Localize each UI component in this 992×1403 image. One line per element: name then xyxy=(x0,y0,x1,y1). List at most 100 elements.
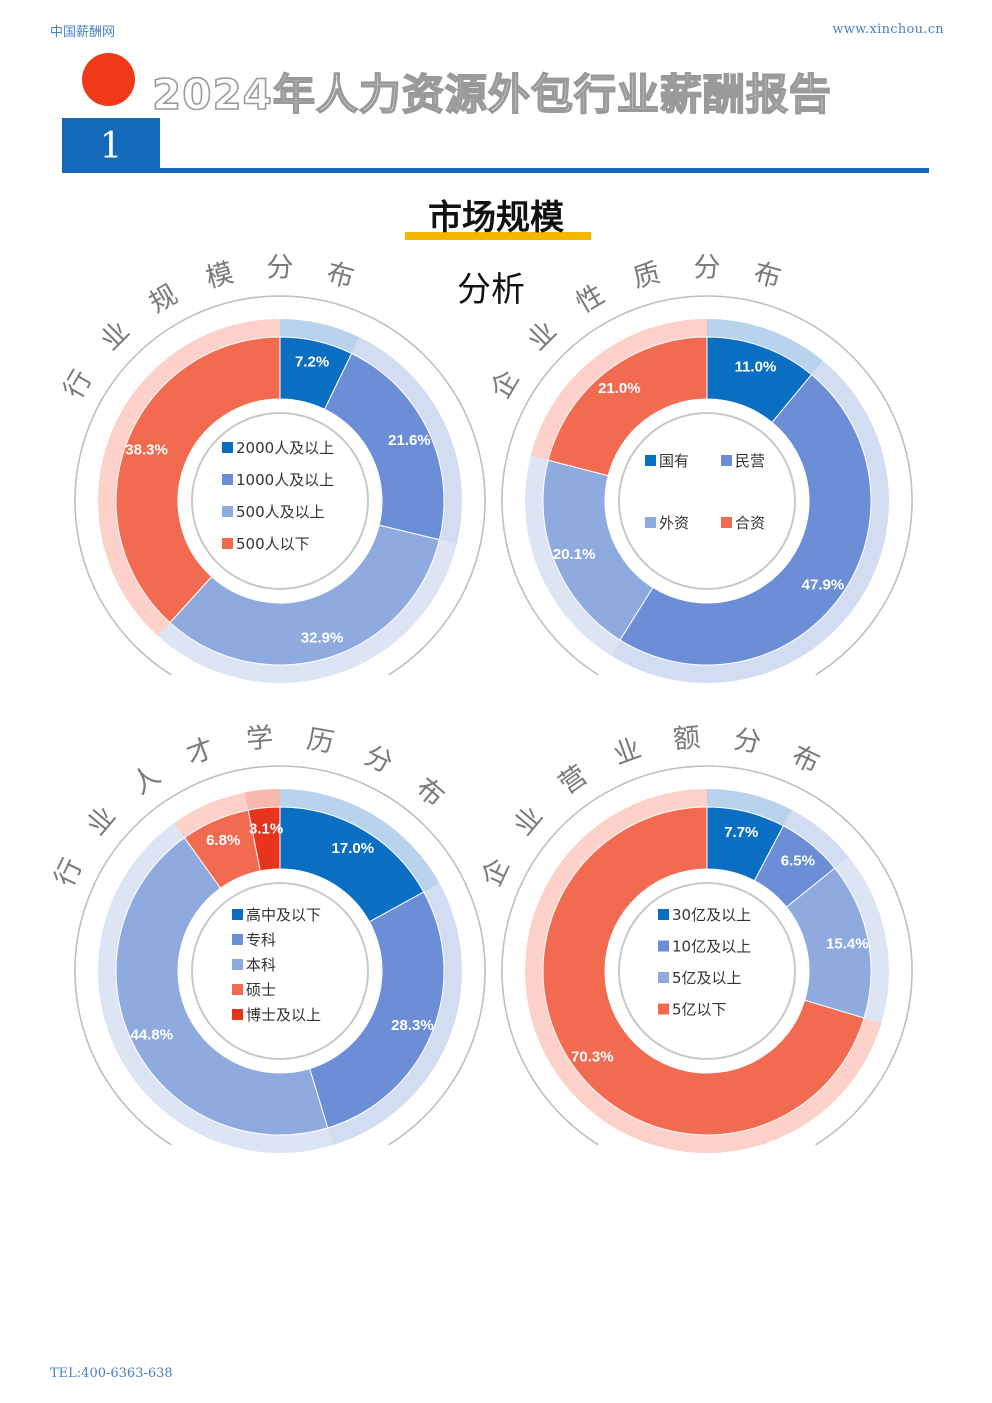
section-subtitle: 分析 xyxy=(457,270,525,310)
donut-chart-2: 11.0%47.9%20.1%21.0%企业性质分布国有民营外资合资 xyxy=(485,253,913,684)
footer-telephone: TEL:400-6363-638 xyxy=(50,1366,173,1381)
header-website-url[interactable]: www.xinchou.cn xyxy=(832,22,944,37)
chart-title-char: 人 xyxy=(126,760,166,801)
legend-swatch xyxy=(222,474,233,485)
donut-inner-ring xyxy=(191,412,369,590)
chart-title-char: 企 xyxy=(476,854,516,892)
slice-value-label: 21.0% xyxy=(598,380,641,397)
chart-title-char: 企 xyxy=(485,365,525,404)
legend-swatch xyxy=(658,1003,669,1015)
donut-halo-segment xyxy=(280,319,360,354)
chart-title-char: 分 xyxy=(731,724,763,759)
legend-swatch xyxy=(232,1009,243,1020)
slice-value-label: 6.8% xyxy=(206,832,240,849)
slice-value-label: 3.1% xyxy=(249,821,283,838)
legend-label: 博士及以上 xyxy=(246,1006,321,1024)
header-site-name: 中国薪酬网 xyxy=(50,25,116,40)
slice-value-label: 47.9% xyxy=(802,577,845,594)
donut-halo-segment xyxy=(280,789,440,892)
slice-value-label: 7.2% xyxy=(295,354,329,371)
legend-label: 本科 xyxy=(246,956,276,974)
chart-title-char: 模 xyxy=(203,257,237,294)
chart-title-char: 行 xyxy=(49,854,89,892)
title-dot-icon xyxy=(82,53,135,106)
chart-title-char: 行 xyxy=(58,365,98,404)
slice-value-label: 21.6% xyxy=(388,432,431,449)
legend-label: 1000人及以上 xyxy=(236,471,334,489)
chart-title-char: 业 xyxy=(609,733,645,771)
legend-swatch xyxy=(222,538,233,549)
slice-value-label: 38.3% xyxy=(125,442,168,459)
donut-inner-ring xyxy=(618,882,796,1060)
legend-label: 专科 xyxy=(246,931,276,949)
donut-halo-segment xyxy=(157,539,457,684)
legend-swatch xyxy=(232,959,243,970)
chart-title-char: 性 xyxy=(571,279,610,319)
legend-swatch xyxy=(658,940,669,952)
chart-title-char: 业 xyxy=(95,316,136,357)
chart-title-char: 布 xyxy=(750,257,784,294)
section-title: 市场规模 xyxy=(428,198,564,238)
section-number-box xyxy=(62,118,160,172)
donut-halo-segment xyxy=(244,789,280,811)
legend-swatch xyxy=(645,517,656,528)
slice-value-label: 44.8% xyxy=(131,1026,174,1043)
legend-label: 硕士 xyxy=(246,981,276,999)
chart-title-char: 历 xyxy=(304,724,336,759)
donut-halo-segment xyxy=(530,319,707,461)
legend-label: 10亿及以上 xyxy=(672,938,751,956)
report-title: 2024年人力资源外包行业薪酬报告 xyxy=(151,69,832,120)
slice-value-label: 17.0% xyxy=(332,840,375,857)
donut-halo-segment xyxy=(707,789,792,826)
donut-halo-segment xyxy=(351,337,463,545)
legend-swatch xyxy=(232,909,243,920)
donut-chart-1: 7.2% 21.6% 32.9% 38.3% 行业规模分布 2000人及以上 1000人及以… xyxy=(58,253,486,684)
slice-value-label: 70.3% xyxy=(571,1048,614,1065)
legend-label: 高中及以下 xyxy=(246,906,321,924)
chart-title-char: 营 xyxy=(553,760,593,801)
legend-swatch xyxy=(658,909,669,920)
chart-title-char: 分 xyxy=(267,253,294,284)
legend-label: 2000人及以上 xyxy=(236,439,334,457)
slice-value-label: 15.4% xyxy=(826,936,869,953)
legend-swatch xyxy=(222,506,233,517)
legend-label: 合资 xyxy=(735,514,765,532)
legend-swatch xyxy=(721,517,732,528)
legend-swatch xyxy=(658,972,669,983)
chart-title-char: 业 xyxy=(81,801,122,842)
slice-value-label: 32.9% xyxy=(301,630,344,647)
donut-inner-ring xyxy=(618,412,796,590)
chart-title-char: 才 xyxy=(182,733,218,771)
section-number: 1 xyxy=(99,126,123,167)
chart-title-char: 学 xyxy=(245,722,275,755)
slice-value-label: 20.1% xyxy=(553,546,596,563)
donut-halo-segment xyxy=(783,809,849,869)
slice-value-label: 6.5% xyxy=(781,853,815,870)
legend-swatch xyxy=(721,455,732,466)
donut-halo-segment xyxy=(97,319,280,636)
legend-label: 5亿以下 xyxy=(672,1001,727,1019)
legend-swatch xyxy=(645,455,656,466)
chart-title-char: 规 xyxy=(144,279,183,319)
donut-halo-segment xyxy=(525,455,620,656)
donut-outer-arc xyxy=(74,295,486,676)
legend-label: 500人及以上 xyxy=(236,503,325,521)
donut-chart-3: 17.0%28.3%44.8%6.8%3.1%行业人才学历分布高中及以下专科本科… xyxy=(49,722,486,1153)
section-title-underline xyxy=(405,232,591,240)
donut-halo-segment xyxy=(327,883,462,1146)
donut-outer-arc xyxy=(501,765,913,1146)
donut-chart-4: 7.7%6.5%15.4%70.3%企业营业额分布30亿及以上10亿及以上5亿及… xyxy=(476,722,913,1153)
donut-halo-segment xyxy=(834,856,889,1024)
chart-title-char: 业 xyxy=(508,801,549,842)
legend-label: 民营 xyxy=(735,452,765,470)
donut-halo-segment xyxy=(173,792,249,838)
chart-title-char: 布 xyxy=(323,257,357,294)
legend-swatch xyxy=(222,442,233,453)
chart-title-char: 业 xyxy=(522,316,563,357)
chart-title-char: 布 xyxy=(787,740,825,780)
donut-outer-arc xyxy=(501,295,913,676)
chart-title-char: 分 xyxy=(694,253,721,284)
legend-label: 500人以下 xyxy=(236,535,310,553)
chart-title-char: 分 xyxy=(360,740,398,780)
